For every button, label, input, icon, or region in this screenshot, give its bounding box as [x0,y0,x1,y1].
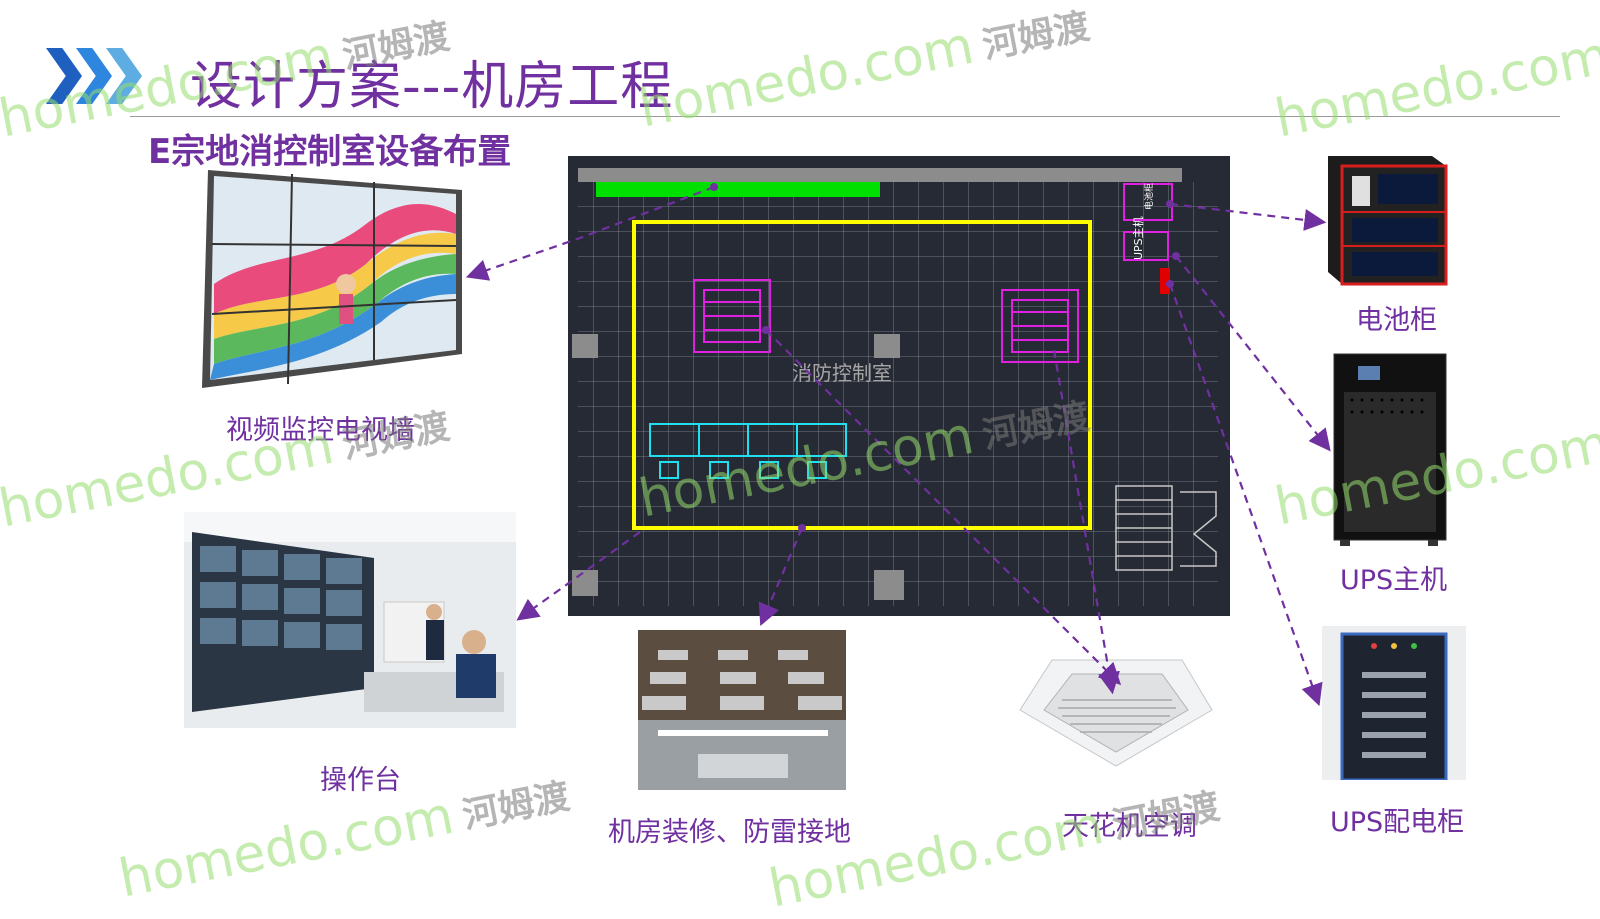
floor-plan: 消防控制室 电池柜 UPS主机 [568,156,1230,616]
console-photo [184,512,516,728]
caption-ups-cabinet: UPS配电柜 [1330,807,1465,838]
caption-video-wall: 视频监控电视墙 [226,415,415,446]
page-title: 设计方案---机房工程 [190,57,674,117]
connector-arrows [465,183,1331,707]
ceiling-ac-photo [1012,640,1218,770]
caption-ups-host: UPS主机 [1340,565,1448,596]
caption-battery: 电池柜 [1356,305,1437,336]
battery-cabinet-photo [1322,152,1450,288]
caption-ac: 天花机空调 [1062,811,1197,842]
decoration-photo [638,630,846,790]
chevron-arrows-icon [46,48,142,104]
ups-cabinet-photo [1322,626,1466,780]
plan-ups-label: UPS主机 [1131,216,1145,260]
caption-decoration: 机房装修、防雷接地 [608,817,851,848]
caption-console: 操作台 [320,765,401,796]
plan-battery-label: 电池柜 [1143,183,1155,210]
title-divider [130,116,1560,117]
video-wall-photo [196,164,466,390]
ups-host-photo [1330,348,1450,548]
page-subtitle: E宗地消控制室设备布置 [148,132,512,172]
